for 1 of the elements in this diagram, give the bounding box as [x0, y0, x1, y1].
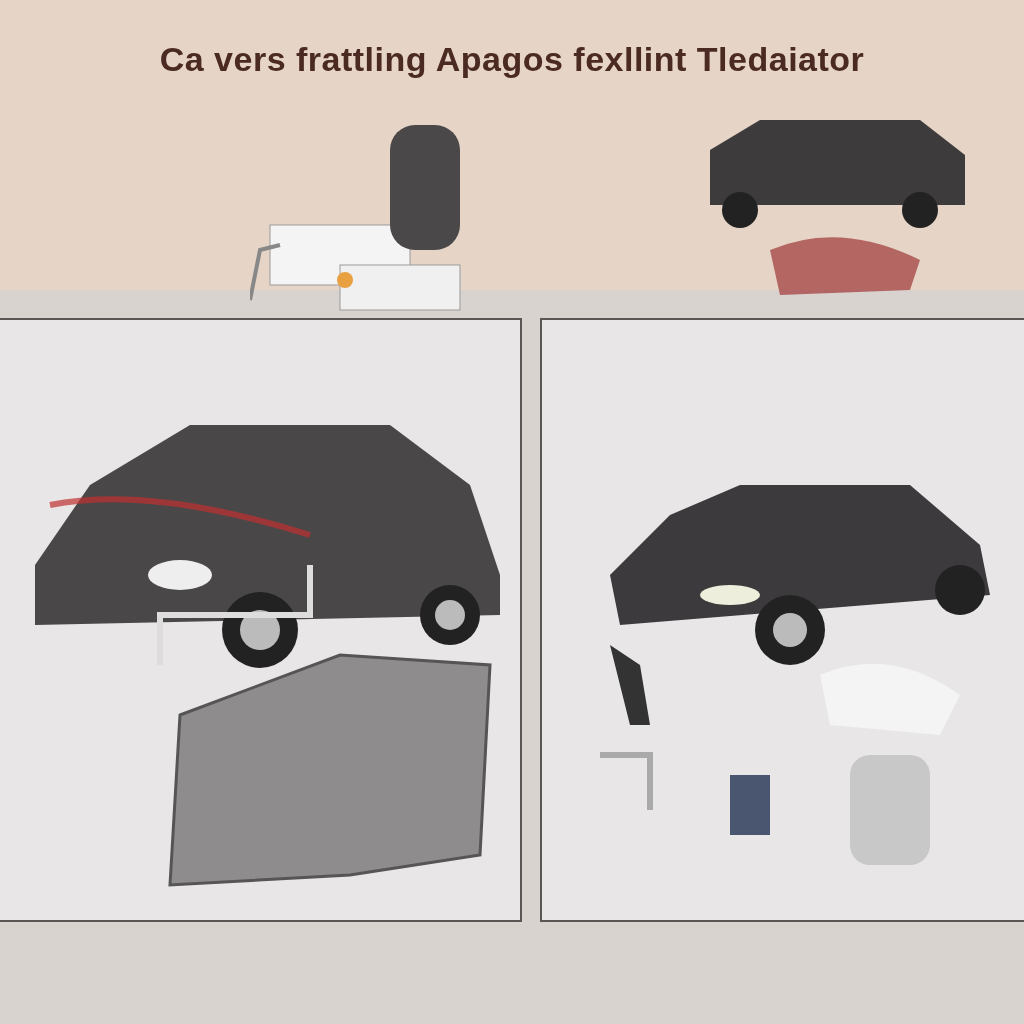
title: Ca vers frattling Apagos fexllint Tledaiator — [158, 40, 866, 79]
